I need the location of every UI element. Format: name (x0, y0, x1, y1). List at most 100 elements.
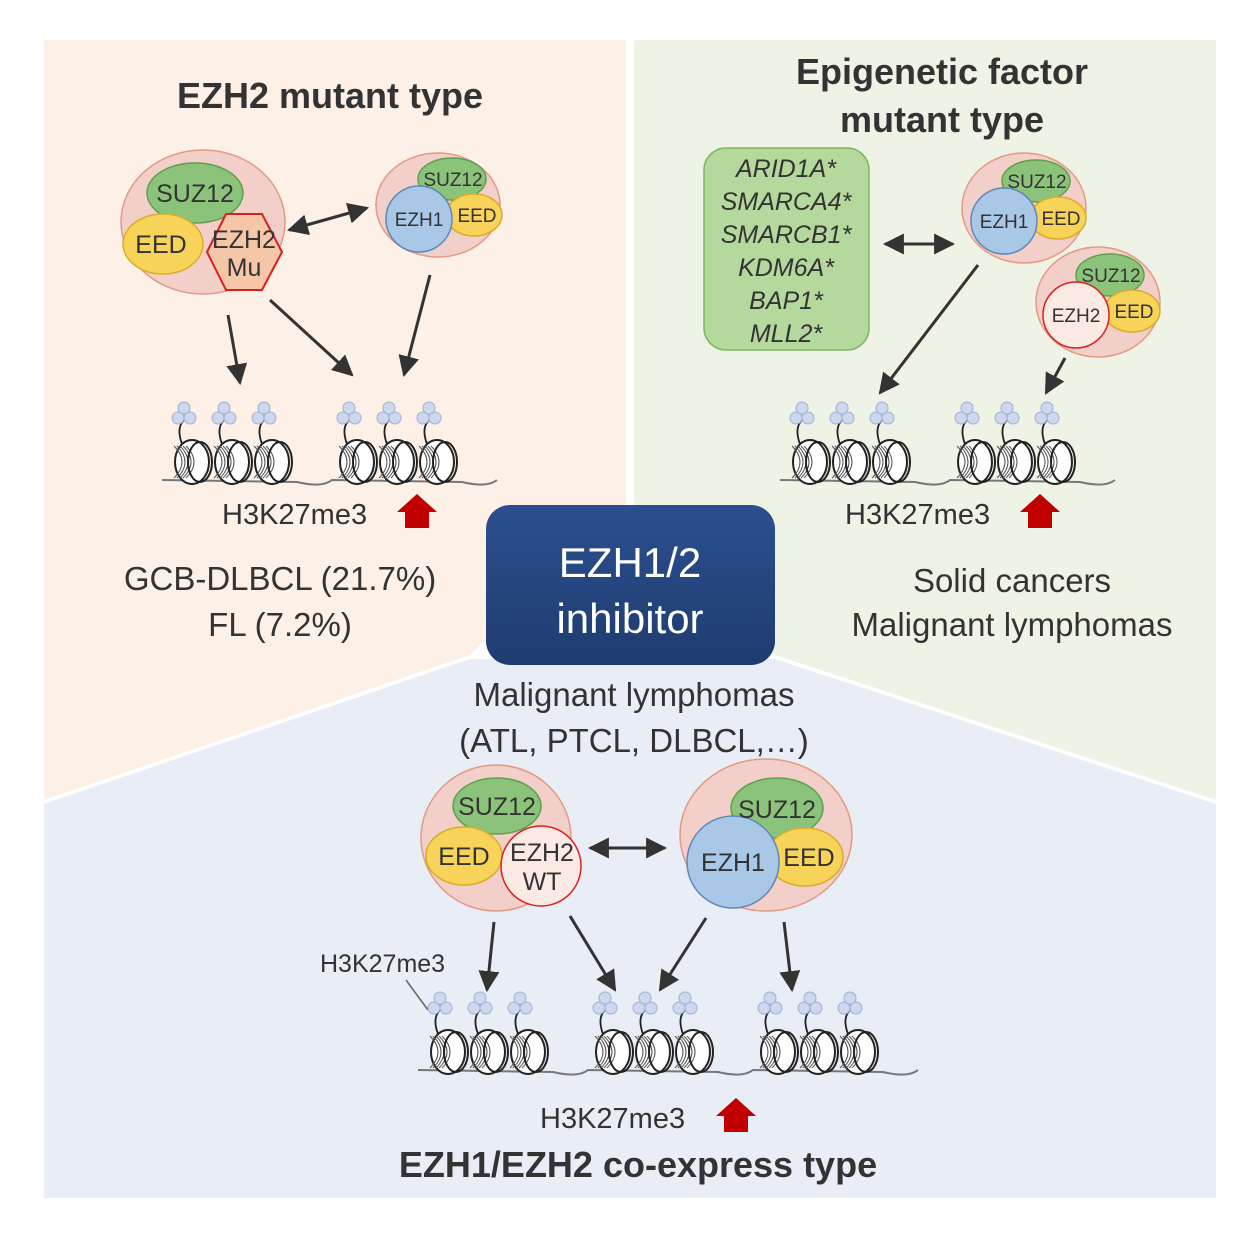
suz12-label: SUZ12 (423, 170, 482, 191)
nucleosome-icon (674, 1009, 714, 1075)
disease-label: FL (7.2%) (208, 606, 352, 643)
nucleosome-icon (1036, 419, 1076, 485)
nucleosome-icon (956, 419, 996, 485)
up-arrow-icon (1020, 494, 1060, 528)
panel-coexpress-bg (44, 659, 1216, 1198)
suz12-label: SUZ12 (156, 180, 234, 208)
equilibrium-arrow (286, 203, 370, 235)
gene-label: BAP1* (749, 287, 824, 315)
eed-label: EED (135, 231, 186, 259)
nucleosome-icon (378, 419, 418, 485)
ezh1-label: EZH1 (980, 212, 1029, 233)
gene-label: MLL2* (750, 320, 824, 348)
methyl-mark-icon (592, 991, 618, 1015)
methyl-mark-icon (251, 401, 277, 425)
eed-label: EED (438, 843, 489, 871)
suz12-label: SUZ12 (1081, 266, 1140, 287)
callout-line (405, 979, 429, 1011)
ezh2-label: EZH2 (212, 226, 276, 254)
arrow (568, 915, 617, 992)
prc2-complex-ezh1-left: SUZ12 EED EZH1 (375, 152, 503, 258)
arrow (658, 917, 708, 992)
epigenetic-title-line1: Epigenetic factor (796, 51, 1088, 92)
methyl-mark-icon (954, 401, 980, 425)
up-arrow-icon (716, 1098, 756, 1132)
methyl-mark-icon (376, 401, 402, 425)
nucleosome-icon (509, 1009, 549, 1075)
nucleosome-icon (871, 419, 911, 485)
ezh2-label: EZH2 (510, 839, 574, 867)
suz12-label: SUZ12 (458, 793, 536, 821)
methyl-mark-icon (507, 991, 533, 1015)
up-arrow-icon (397, 494, 437, 528)
methyl-mark-icon (427, 991, 453, 1015)
disease-label: Malignant lymphomas (852, 606, 1173, 643)
methyl-mark-icon (994, 401, 1020, 425)
arrow (398, 274, 432, 378)
arrow (1044, 357, 1067, 395)
eed-label: EED (1114, 302, 1153, 323)
methyl-mark-icon (869, 401, 895, 425)
nucleosome-icon (213, 419, 253, 485)
suz12-label: SUZ12 (738, 796, 816, 824)
prc2-complex-ezh2-right: SUZ12 EED EZH2 (1035, 246, 1161, 358)
chromatin-bottom (417, 991, 919, 1076)
disease-label: (ATL, PTCL, DLBCL,…) (459, 722, 809, 759)
eed-label: EED (783, 844, 834, 872)
nucleosome-icon (418, 419, 458, 485)
ezh2-mu-label: Mu (227, 254, 262, 282)
methyl-mark-icon (797, 991, 823, 1015)
gene-label: ARID1A* (734, 155, 837, 183)
nucleosome-icon (469, 1009, 509, 1075)
nucleosome-icon (799, 1009, 839, 1075)
disease-label: Solid cancers (913, 562, 1111, 599)
nucleosome-icon (338, 419, 378, 485)
nucleosome-icon (253, 419, 293, 485)
chromatin-left (161, 401, 498, 486)
ezh2-label: EZH2 (1052, 306, 1101, 327)
methyl-mark-icon (837, 991, 863, 1015)
nucleosome-icon (831, 419, 871, 485)
prc2-complex-ezh2-mutant: SUZ12 EED EZH2 Mu (120, 149, 286, 295)
gene-label: KDM6A* (738, 254, 835, 282)
methyl-mark-icon (211, 401, 237, 425)
inhibitor-box: EZH1/2 inhibitor (486, 505, 775, 665)
mutation-gene-box: ARID1A* SMARCA4* SMARCB1* KDM6A* BAP1* M… (703, 147, 870, 351)
methyl-mark-icon (789, 401, 815, 425)
h3k27me3-callout-label: H3K27me3 (320, 950, 445, 978)
gene-label: SMARCA4* (721, 188, 853, 216)
methyl-mark-icon (1034, 401, 1060, 425)
arrow (878, 264, 980, 395)
methyl-mark-icon (632, 991, 658, 1015)
h3k27me3-label: H3K27me3 (540, 1103, 685, 1135)
methyl-mark-icon (416, 401, 442, 425)
methyl-mark-icon (467, 991, 493, 1015)
disease-label: GCB-DLBCL (21.7%) (124, 560, 436, 597)
nucleosome-icon (839, 1009, 879, 1075)
arrow (226, 314, 248, 386)
gene-label: SMARCB1* (721, 221, 853, 249)
ezh2-mutant-title: EZH2 mutant type (177, 75, 483, 116)
suz12-label: SUZ12 (1007, 172, 1066, 193)
arrow (779, 921, 801, 993)
eed-label: EED (457, 206, 496, 227)
inhibitor-label-line1: EZH1/2 (559, 539, 701, 586)
disease-label: Malignant lymphomas (474, 676, 795, 713)
dna-strand (417, 1068, 919, 1076)
methyl-mark-icon (336, 401, 362, 425)
methyl-mark-icon (171, 401, 197, 425)
eed-label: EED (1041, 209, 1080, 230)
prc2-complex-ezh1-right: SUZ12 EED EZH1 (961, 152, 1087, 264)
h3k27me3-label: H3K27me3 (845, 499, 990, 531)
methyl-mark-icon (757, 991, 783, 1015)
nucleosome-icon (791, 419, 831, 485)
coexpress-title: EZH1/EZH2 co-express type (399, 1144, 877, 1185)
epigenetic-title-line2: mutant type (840, 99, 1044, 140)
nucleosome-icon (429, 1009, 469, 1075)
ezh2-wt-label: WT (523, 868, 562, 896)
ezh1-label: EZH1 (701, 849, 765, 877)
methyl-mark-icon (672, 991, 698, 1015)
methyl-mark-icon (829, 401, 855, 425)
dna-strand (161, 478, 498, 486)
